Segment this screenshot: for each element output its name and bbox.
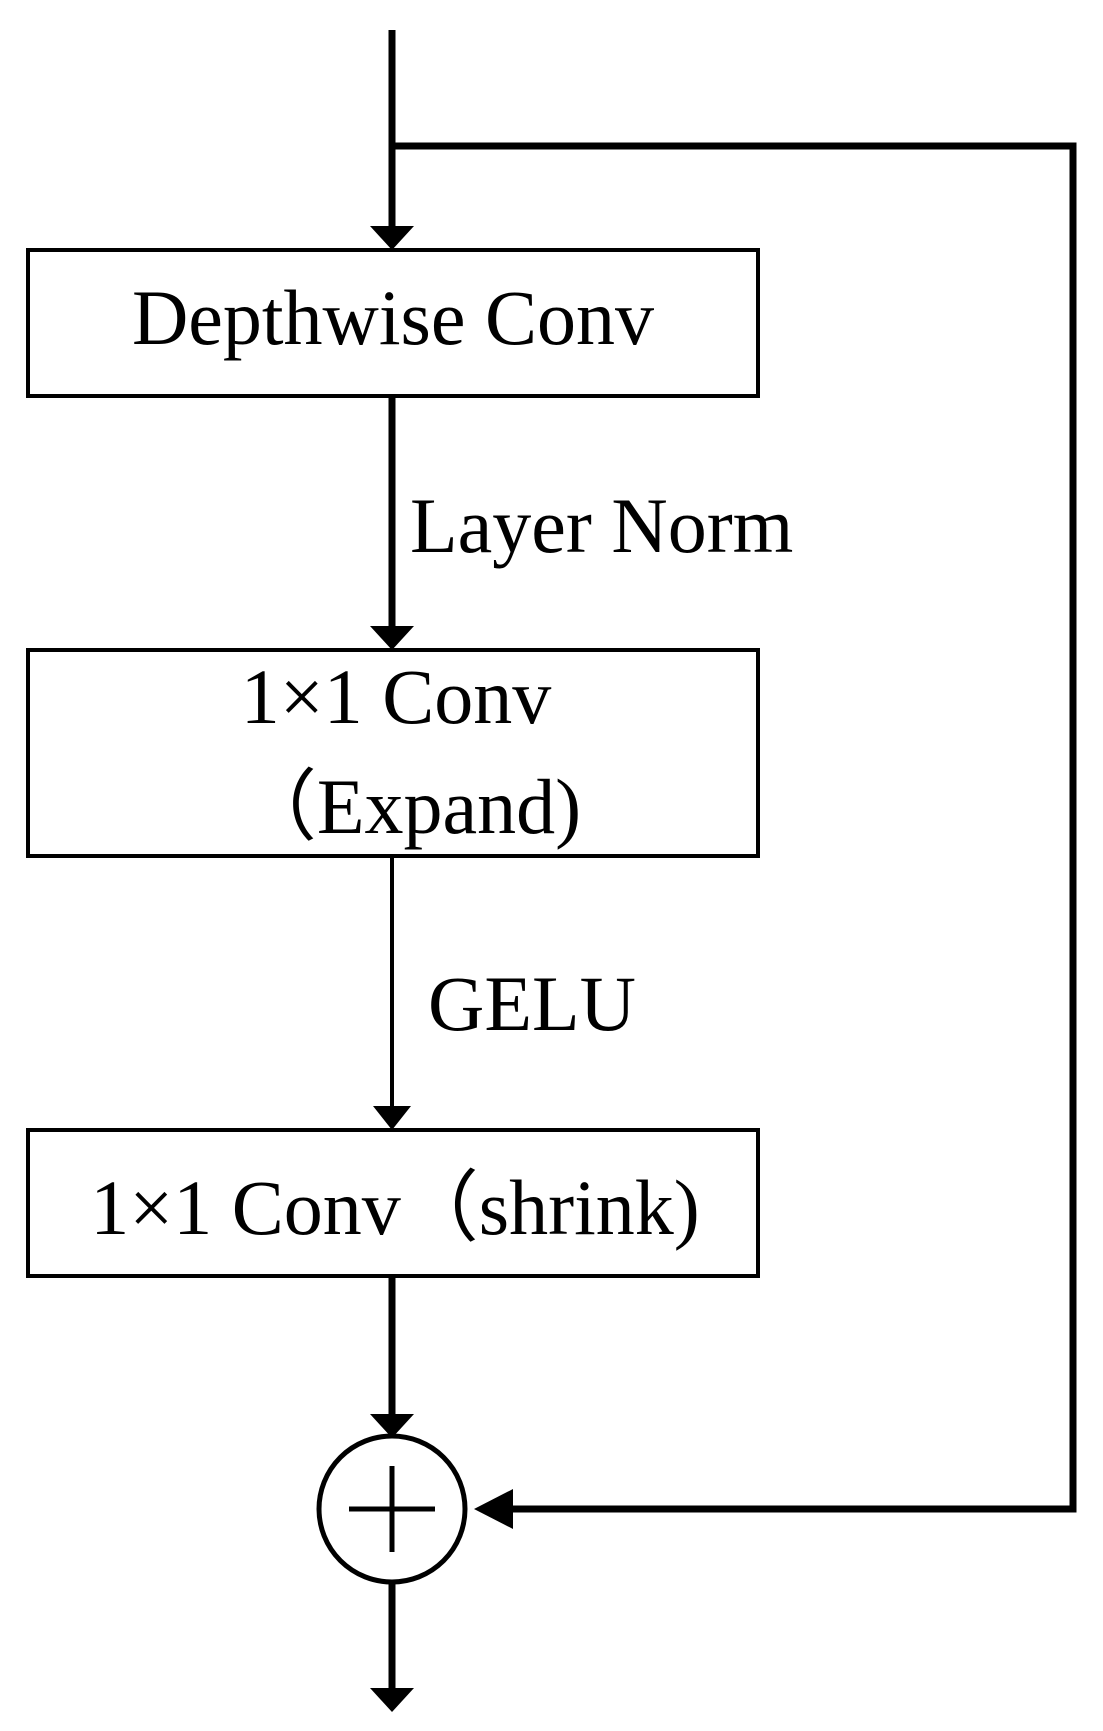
shrink-conv-label: 1×1 Conv（shrink)	[90, 1164, 700, 1251]
expand-conv-label-line2: （Expand)	[239, 763, 581, 850]
output-arrowhead	[370, 1688, 414, 1712]
depthwise-conv-label: Depthwise Conv	[132, 274, 654, 361]
to-add-arrowhead	[370, 1414, 414, 1438]
depthwise-conv-block: Depthwise Conv	[26, 248, 760, 398]
shrink-conv-block: 1×1 Conv（shrink)	[26, 1128, 760, 1278]
gelu-label: GELU	[428, 960, 636, 1047]
skip-arrowhead	[474, 1489, 513, 1529]
expand-conv-block: 1×1 Conv （Expand)	[26, 648, 760, 858]
gelu-arrowhead	[373, 1106, 411, 1130]
add-icon	[316, 1433, 468, 1585]
input-arrowhead	[370, 226, 414, 250]
layer-norm-label: Layer Norm	[410, 482, 793, 569]
expand-conv-label-line1: 1×1 Conv	[241, 653, 552, 740]
skip-connection-line	[392, 142, 1077, 1513]
layer-norm-arrowhead	[370, 626, 414, 650]
